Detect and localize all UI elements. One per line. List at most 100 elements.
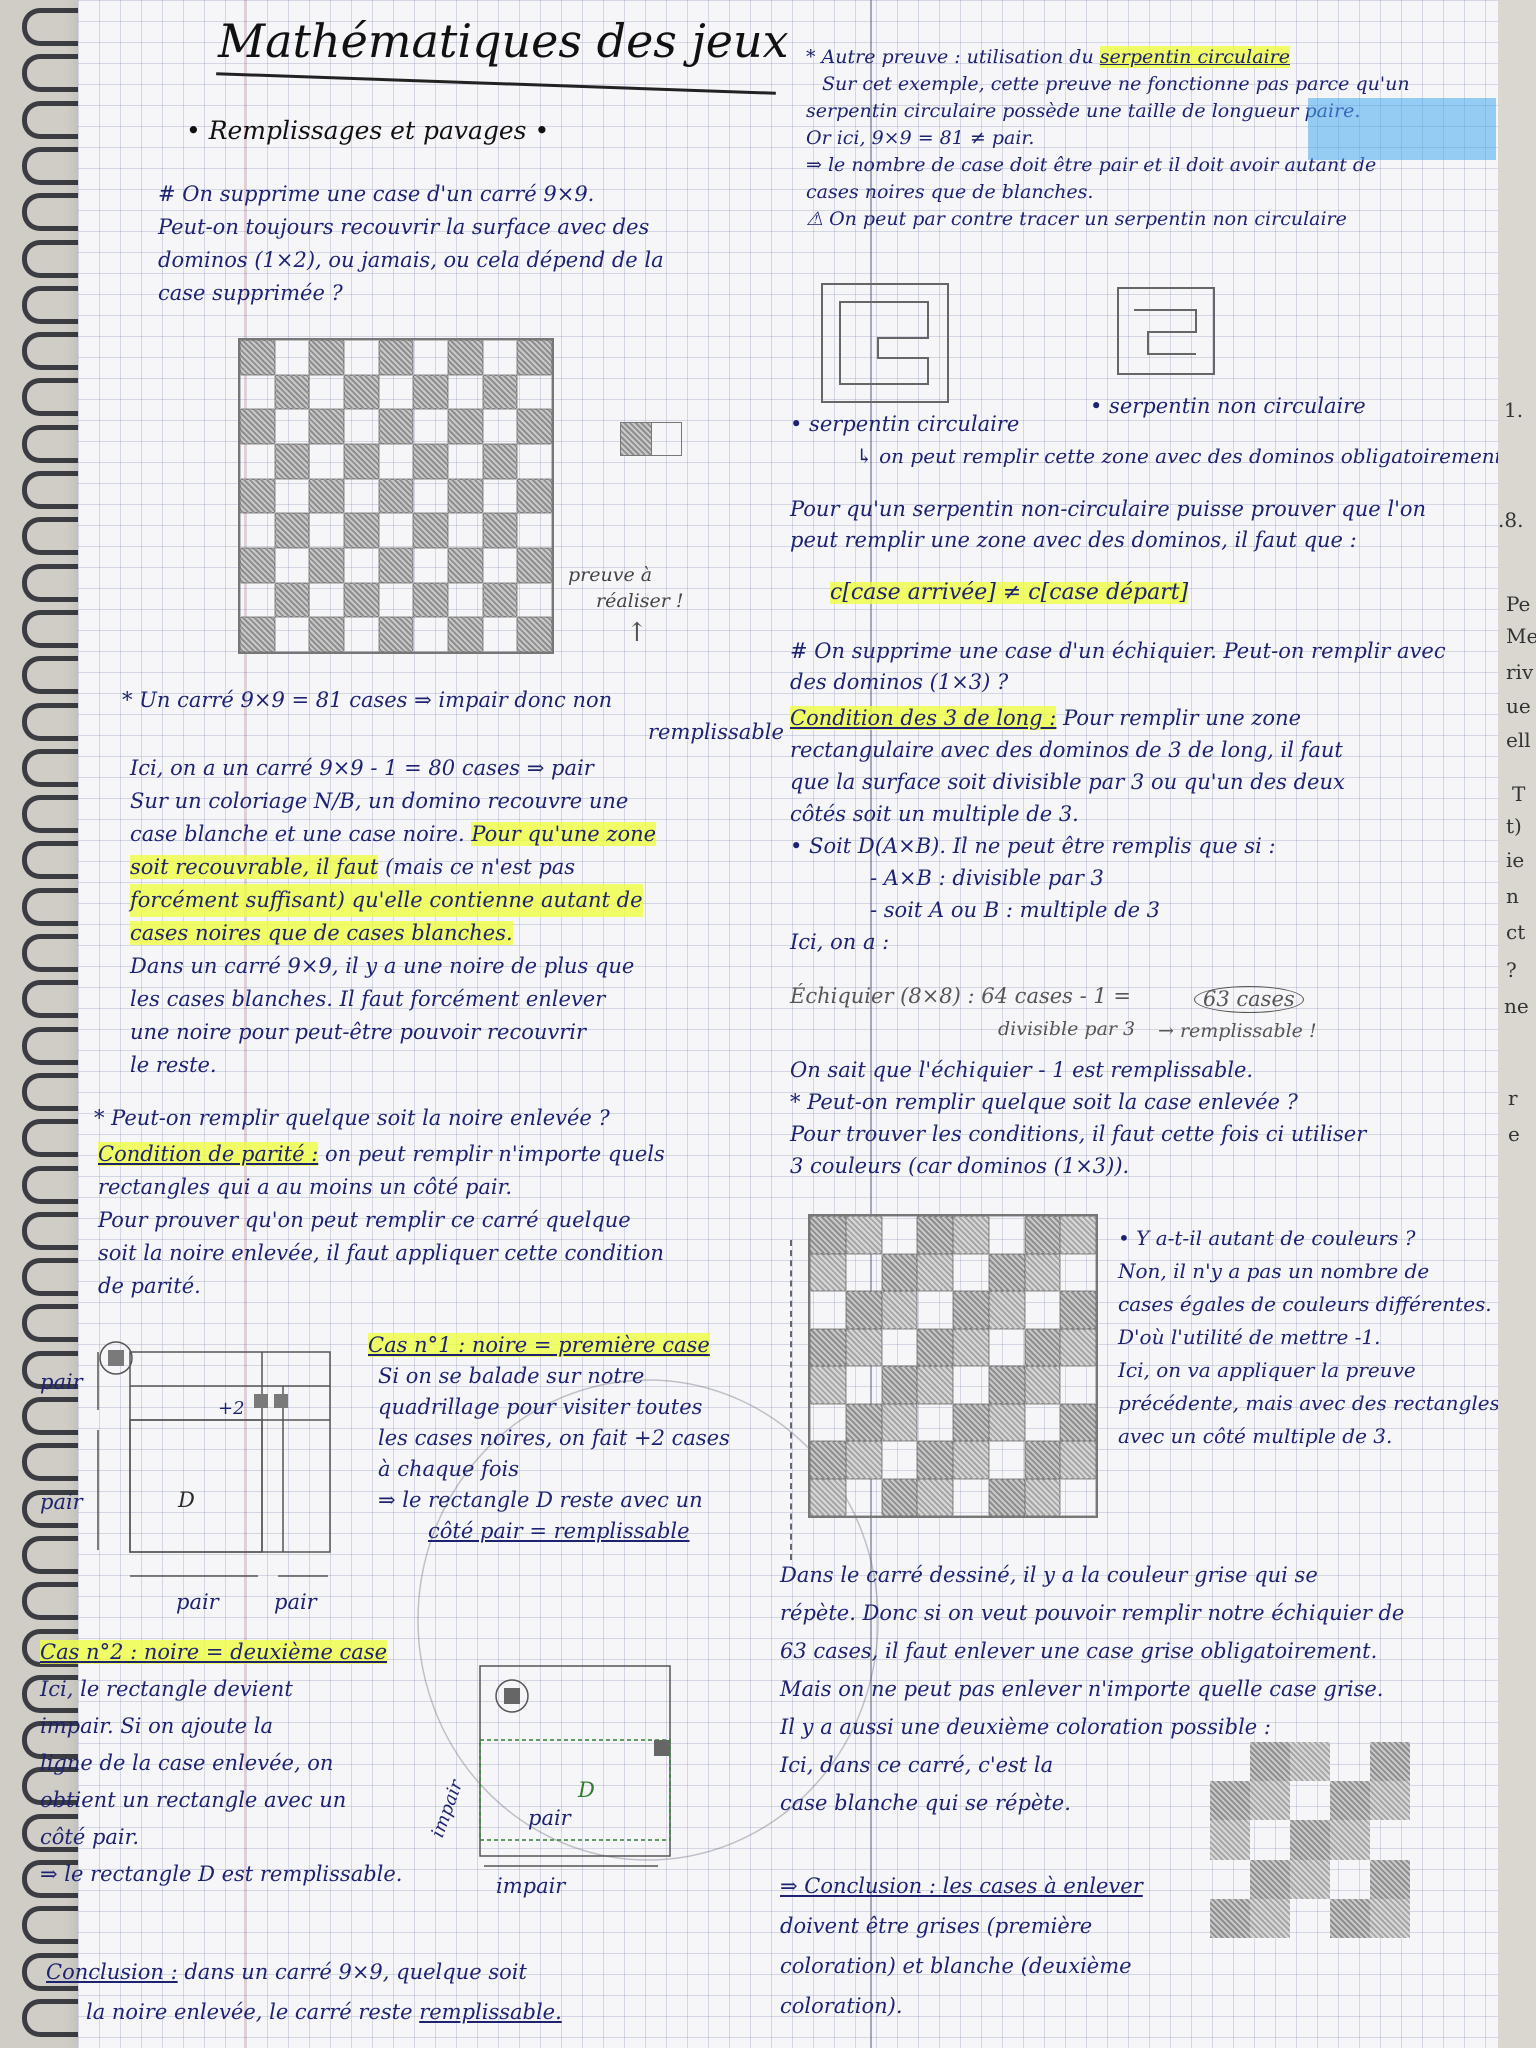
board-cell [810,1403,846,1441]
board-cell [1060,1366,1096,1404]
board-cell [240,444,275,479]
board-cell [845,1478,882,1516]
board-cell [1290,1820,1330,1860]
column-divider [870,0,872,2048]
board-cell [482,548,518,583]
board-cell [810,1366,846,1404]
board-cell [1290,1859,1330,1899]
board-cell [1250,1820,1290,1859]
board-cell [482,478,518,514]
fig1-D: D [178,1488,195,1512]
board-cell [845,1216,882,1254]
board-cell [845,1366,882,1404]
question-1: # On supprime une case d'un carré 9×9. P… [158,182,664,305]
divisible-label: divisible par 3 [998,1018,1136,1040]
board-cell [1250,1781,1290,1821]
fig2-pair: pair [528,1806,571,1830]
board-cell [274,513,310,548]
board-cell [448,374,483,410]
echiquier-paragraph: On sait que l'échiquier - 1 est rempliss… [790,1058,1367,1178]
board-cell [1210,1742,1250,1781]
board-cell [1210,1860,1250,1899]
fig1-pair-bottom-1: pair [176,1590,219,1614]
board-cell [1060,1291,1096,1329]
board-cell [881,1291,918,1329]
serpentin-figures [821,283,1215,403]
board-cell [1250,1742,1290,1782]
board-cell [1330,1781,1370,1821]
peek-text: ie [1506,848,1525,872]
fig1-pair-bottom-2: pair [274,1590,317,1614]
board-cell [378,548,414,583]
board-cell [1024,1253,1061,1291]
peek-text: ell [1506,728,1531,752]
board-cell [240,582,275,618]
board-cell [240,513,275,548]
fig2-impair-bottom: impair [496,1874,566,1898]
margin-line [244,0,246,2048]
board-cell [1290,1899,1330,1938]
peek-text: 1. [1504,398,1524,422]
board-cell [240,548,275,583]
blue-highlight [1308,98,1496,160]
board-cell [309,374,344,410]
board-cell [1210,1820,1250,1860]
board-cell [517,409,552,444]
board-cell [1210,1898,1250,1938]
fig2-impair-side: impair [427,1777,468,1841]
board-cell [845,1403,882,1441]
board-cell [1060,1403,1096,1441]
board-cell [881,1441,918,1479]
board-cell [810,1441,846,1479]
board-cell [413,513,448,548]
board-cell [881,1253,918,1291]
board-cell [1024,1403,1061,1441]
board-cell [988,1328,1025,1366]
cases-63: 63 cases [1194,986,1304,1013]
board-cell [1370,1898,1410,1938]
board-cell [413,582,448,618]
notebook-page: Mathématiques des jeux • Remplissages et… [40,0,1503,2048]
board-cell [413,444,448,479]
board-cell [517,340,552,375]
board-cell [953,1403,989,1441]
board-cell [309,444,344,479]
board-cell [845,1328,882,1366]
board-cell [810,1328,846,1366]
board-cell [309,478,344,514]
peek-text: .8. [1498,508,1524,532]
board-cell [274,340,310,375]
conclusion-left: Conclusion : dans un carré 9×9, quelque … [46,1960,562,2024]
board-cell [1370,1742,1410,1782]
board-cell [378,374,414,410]
autre-preuve: * Autre preuve : utilisation du serpenti… [806,46,1410,230]
board-cell [413,374,448,410]
board-cell [482,409,518,444]
second-coloration-board [1208,1740,1412,1940]
board-cell [917,1478,953,1516]
board-cell [378,409,414,444]
board-cell [448,444,483,479]
board-cell [344,582,379,618]
board-cell [482,582,518,618]
echiquier-line: Échiquier (8×8) : 64 cases - 1 = [790,984,1132,1008]
board-cell [953,1328,989,1366]
board-cell [988,1441,1025,1479]
board-cell [1024,1441,1061,1479]
domino-sketch [620,422,682,456]
board-cell [845,1291,882,1329]
serpentin-arrow-line: ↳ on peut remplir cette zone avec des do… [856,444,1503,468]
board-cell [953,1441,989,1479]
board-cell [1370,1859,1410,1899]
peek-text: ue [1506,694,1531,718]
board-cell [309,548,344,583]
peek-text: t) [1506,814,1522,838]
dashed-arrow [790,1240,794,1560]
preuve-annotation: preuve à réaliser ! [568,564,684,612]
board-cell [953,1366,989,1404]
board-cell [448,409,483,444]
board-cell [274,444,310,479]
board-cell [344,444,379,479]
board-cell [1060,1478,1096,1516]
peek-text: ? [1506,958,1517,982]
